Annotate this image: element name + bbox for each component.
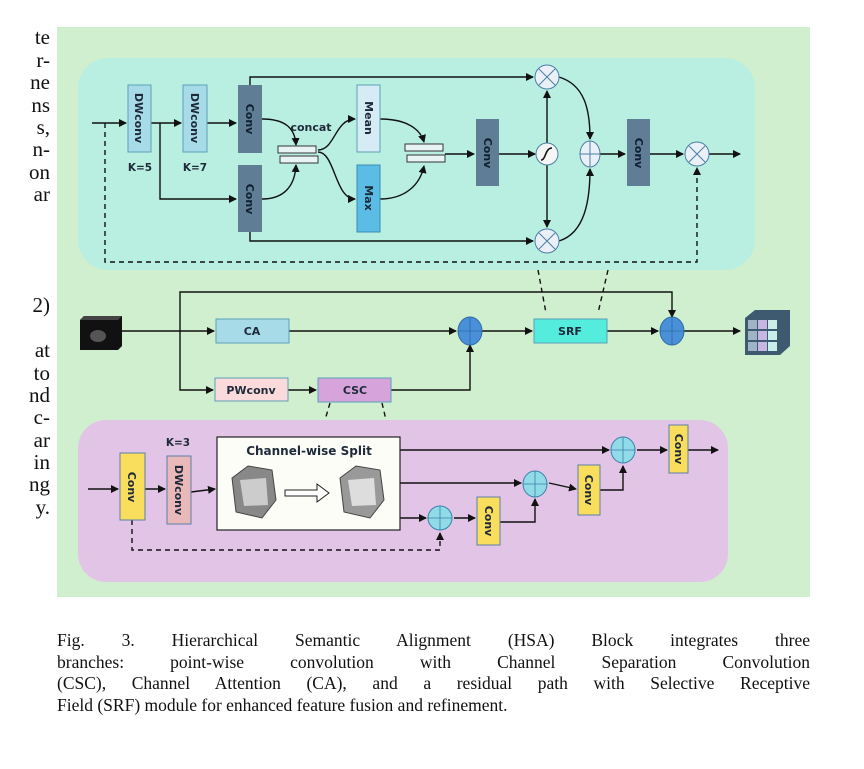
svg-text:CSC: CSC bbox=[343, 384, 367, 397]
conv-block-yellow: Conv bbox=[119, 452, 146, 521]
svg-text:PWconv: PWconv bbox=[226, 384, 276, 397]
svg-text:DWconv: DWconv bbox=[132, 93, 145, 144]
mean-block: Mean bbox=[356, 84, 381, 153]
svg-text:Mean: Mean bbox=[362, 101, 375, 135]
pwconv-block: PWconv bbox=[214, 377, 289, 402]
svg-text:DWconv: DWconv bbox=[188, 93, 201, 144]
kernel-size-label: K=5 bbox=[128, 162, 152, 174]
text-fragment: to bbox=[33, 361, 50, 385]
svg-text:Conv: Conv bbox=[481, 138, 494, 169]
ca-block: CA bbox=[215, 318, 290, 344]
add-icon bbox=[579, 140, 601, 168]
text-fragment: n- bbox=[32, 137, 51, 161]
svg-text:Channel-wise Split: Channel-wise Split bbox=[246, 444, 372, 458]
svg-text:Conv: Conv bbox=[243, 184, 256, 215]
figure-caption: Fig. 3. Hierarchical Semantic Alignment … bbox=[57, 630, 810, 716]
conv-block-lower: Conv bbox=[238, 165, 262, 232]
channel-wise-split-box: Channel-wise Split bbox=[216, 436, 401, 531]
svg-text:Conv: Conv bbox=[672, 434, 685, 465]
kernel-size-label: K=3 bbox=[166, 437, 190, 449]
conv-block-yellow: Conv bbox=[577, 464, 601, 516]
text-fragment: ng bbox=[29, 472, 50, 496]
text-fragment: ar bbox=[33, 182, 50, 206]
conv-block-mid: Conv bbox=[476, 119, 499, 186]
text-fragment: y. bbox=[35, 495, 50, 519]
svg-text:SRF: SRF bbox=[558, 325, 582, 338]
text-fragment: in bbox=[33, 450, 50, 474]
text-fragment: ns bbox=[31, 93, 50, 117]
multiply-icon bbox=[534, 64, 560, 90]
text-fragment: ne bbox=[30, 70, 50, 94]
text-fragment: 2) bbox=[32, 293, 51, 317]
concat-label: concat bbox=[290, 121, 331, 134]
text-fragment: c- bbox=[33, 405, 50, 429]
max-block: Max bbox=[356, 164, 381, 233]
feature-cube-image-icon bbox=[231, 465, 277, 519]
output-feature-cube-icon bbox=[745, 310, 790, 355]
text-fragment: s, bbox=[36, 115, 50, 139]
srf-detail-panel bbox=[78, 58, 755, 270]
dwconv-k5-block: DWconv bbox=[127, 84, 152, 153]
svg-text:Conv: Conv bbox=[243, 104, 256, 135]
caption-line: (CSC), Channel Attention (CA), and a res… bbox=[57, 673, 810, 693]
concat-stack-icon bbox=[404, 143, 446, 163]
conv-block-out: Conv bbox=[627, 119, 650, 186]
dwconv-k3-block: DWconv bbox=[166, 455, 192, 525]
kernel-size-label: K=7 bbox=[183, 162, 207, 174]
svg-text:DWconv: DWconv bbox=[172, 465, 185, 516]
sum-node-icon bbox=[427, 505, 453, 531]
input-image-icon bbox=[80, 316, 122, 350]
svg-text:Conv: Conv bbox=[482, 506, 495, 537]
text-fragment: at bbox=[34, 338, 50, 362]
svg-text:Max: Max bbox=[362, 185, 375, 210]
caption-line: branches: point-wise convolution with Ch… bbox=[57, 651, 810, 672]
svg-text:Conv: Conv bbox=[125, 472, 138, 503]
arrow-right-icon bbox=[284, 483, 330, 503]
multiply-icon bbox=[684, 141, 710, 167]
concat-stack-icon bbox=[277, 145, 319, 164]
text-fragment: te bbox=[34, 25, 50, 49]
text-fragment: on bbox=[29, 160, 50, 184]
sigmoid-icon bbox=[535, 142, 559, 166]
svg-text:Conv: Conv bbox=[582, 475, 595, 506]
svg-text:CA: CA bbox=[244, 325, 261, 338]
feature-cube-image-icon bbox=[339, 465, 385, 519]
sum-node-icon bbox=[659, 316, 685, 346]
sum-node-icon bbox=[522, 470, 548, 498]
text-fragment: nd bbox=[29, 383, 50, 407]
sum-node-icon bbox=[457, 316, 483, 346]
csc-block: CSC bbox=[317, 377, 392, 403]
srf-block: SRF bbox=[533, 318, 608, 344]
svg-text:Conv: Conv bbox=[632, 138, 645, 169]
conv-block-yellow: Conv bbox=[668, 424, 689, 474]
caption-line: Field (SRF) module for enhanced feature … bbox=[57, 694, 508, 715]
text-fragment: ar bbox=[33, 428, 50, 452]
multiply-icon bbox=[534, 228, 560, 254]
conv-block-upper: Conv bbox=[238, 85, 262, 153]
text-fragment: r- bbox=[36, 48, 50, 72]
sum-node-icon bbox=[610, 436, 636, 464]
dwconv-k7-block: DWconv bbox=[182, 84, 208, 153]
conv-block-yellow: Conv bbox=[476, 496, 501, 546]
caption-line: Fig. 3. Hierarchical Semantic Alignment … bbox=[57, 630, 810, 650]
